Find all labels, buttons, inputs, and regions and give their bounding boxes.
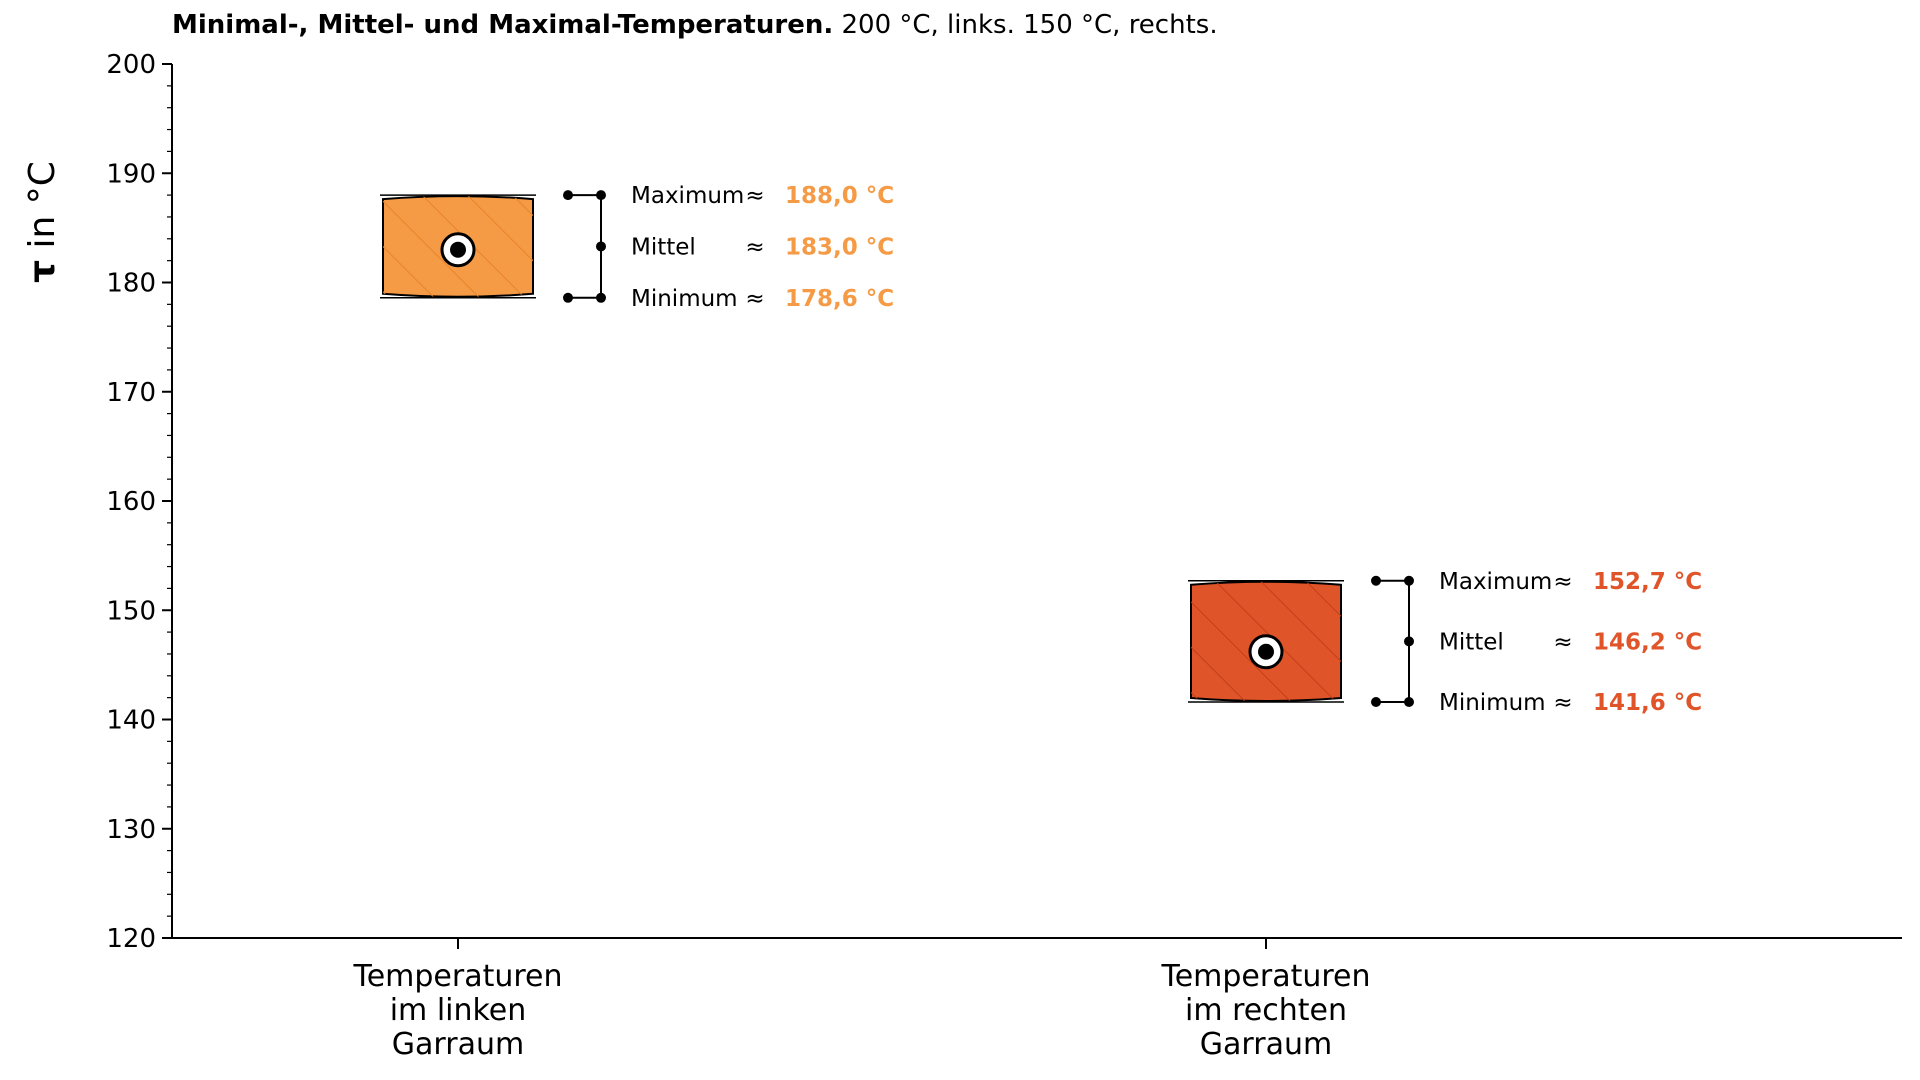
annotation-value: 188,0 °C xyxy=(785,183,894,209)
x-tick-label-line: Temperaturen xyxy=(1160,959,1370,994)
annotation-value: 178,6 °C xyxy=(785,286,894,312)
x-tick-label-line: Garraum xyxy=(1200,1027,1332,1062)
annotation-value: 141,6 °C xyxy=(1593,690,1702,716)
annotation-value: 183,0 °C xyxy=(785,234,894,260)
y-tick-label: 170 xyxy=(106,378,156,408)
annotation-label: Maximum xyxy=(631,183,744,209)
annotation-approx: ≈ xyxy=(745,286,764,312)
annotation-approx: ≈ xyxy=(745,183,764,209)
annotation-approx: ≈ xyxy=(745,234,764,260)
annotation-label: Mittel xyxy=(631,234,696,260)
chart-subtitle: 200 °C, links. 150 °C, rechts. xyxy=(841,10,1218,40)
y-tick-label: 200 xyxy=(106,50,156,80)
annotation-label: Minimum xyxy=(1439,690,1546,716)
y-tick-label: 140 xyxy=(106,706,156,736)
annotation-label: Minimum xyxy=(631,286,738,312)
y-tick-label: 190 xyxy=(106,159,156,189)
bracket-dot xyxy=(596,292,606,303)
y-tick-label: 150 xyxy=(106,596,156,626)
y-tick-label: 180 xyxy=(106,269,156,299)
annotation-value: 152,7 °C xyxy=(1593,569,1702,595)
bracket-dot xyxy=(596,241,606,252)
bracket-dot xyxy=(563,292,573,303)
bracket-dot xyxy=(1371,697,1381,708)
bracket-dot xyxy=(563,190,573,201)
boxes xyxy=(380,194,1344,703)
chart-title-main: Minimal-, Mittel- und Maximal-Temperatur… xyxy=(172,10,834,40)
chart-title: Minimal-, Mittel- und Maximal-Temperatur… xyxy=(172,10,1218,40)
x-tick-label-line: im rechten xyxy=(1185,993,1347,1028)
x-tick-label-line: im linken xyxy=(390,993,527,1028)
bracket-dot xyxy=(596,190,606,201)
mean-marker-dot xyxy=(1258,643,1274,660)
bracket-dot xyxy=(1371,575,1381,586)
x-tick-label-line: Garraum xyxy=(392,1027,524,1062)
mean-marker-dot xyxy=(450,241,466,258)
annotation-label: Mittel xyxy=(1439,629,1504,655)
bracket-dot xyxy=(1404,697,1414,708)
annotation-approx: ≈ xyxy=(1553,569,1572,595)
annotation-label: Maximum xyxy=(1439,569,1552,595)
annotation-value: 146,2 °C xyxy=(1593,629,1702,655)
annotation-approx: ≈ xyxy=(1553,629,1572,655)
x-tick-label-line: Temperaturen xyxy=(352,959,562,994)
y-tick-label: 160 xyxy=(106,487,156,517)
annotation-approx: ≈ xyxy=(1553,690,1572,716)
y-tick-label: 130 xyxy=(106,815,156,845)
y-tick-label: 120 xyxy=(106,924,156,954)
bracket-dot xyxy=(1404,636,1414,647)
bracket-dot xyxy=(1404,575,1414,586)
